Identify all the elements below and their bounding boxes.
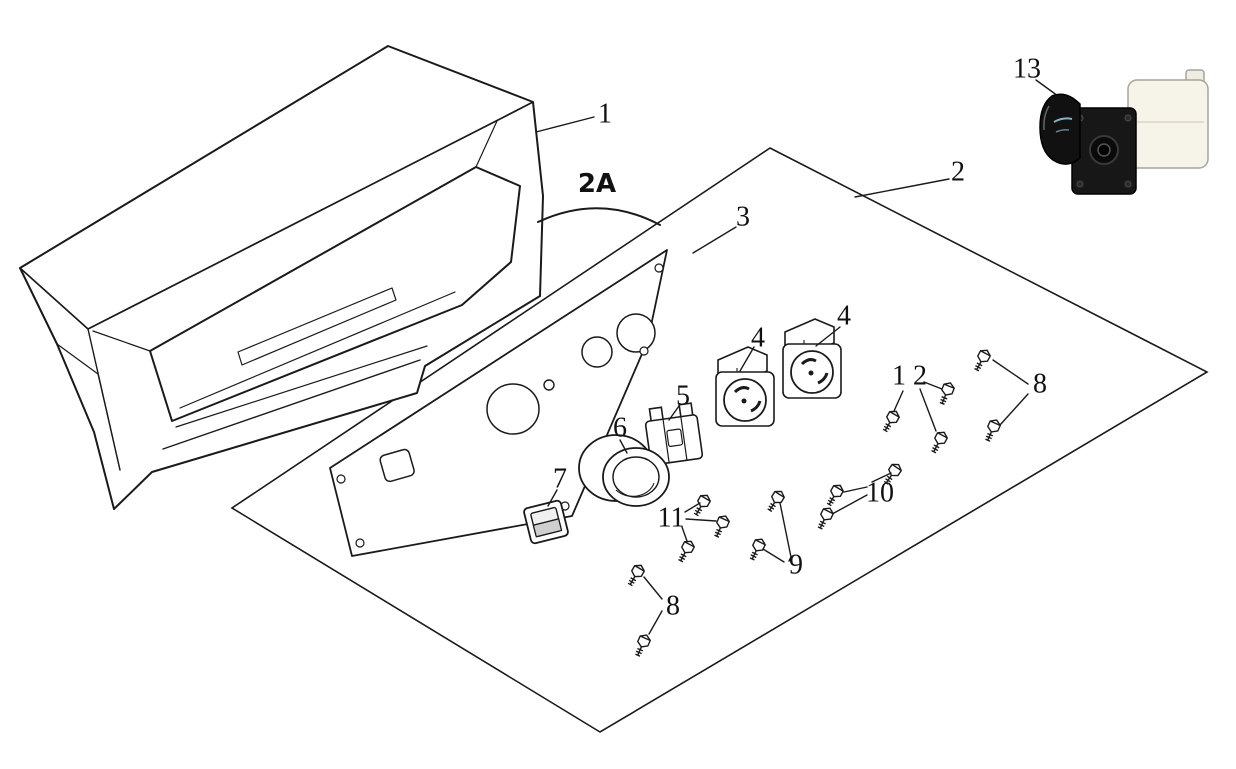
part-label-2: 2 (951, 157, 965, 188)
part-label-10: 10 (866, 478, 894, 509)
part-4-receptacle-right (782, 318, 842, 399)
photo-rubber-boot (1039, 93, 1081, 165)
part-1-housing (19, 45, 544, 510)
part-5-circuit-breaker (644, 402, 704, 466)
callout-labels: 1 2A 2 3 4 4 5 6 7 8 12 10 9 11 8 13 (553, 54, 1047, 622)
part-label-7: 7 (553, 464, 567, 495)
part-label-3: 3 (736, 202, 750, 233)
part-6-meter (578, 434, 670, 507)
part-label-4-right: 4 (837, 301, 851, 332)
leader-lines (535, 79, 1059, 635)
part-label-2A: 2A (578, 169, 616, 199)
part-label-5: 5 (676, 381, 690, 412)
part-label-8-bottom: 8 (666, 591, 680, 622)
part-label-9: 9 (789, 550, 803, 581)
part-7-rocker-switch (523, 499, 569, 545)
part-label-12: 12 (892, 361, 934, 392)
part-4-receptacle-left (715, 346, 775, 427)
part-label-8-top: 8 (1033, 369, 1047, 400)
part-label-11: 11 (658, 503, 685, 534)
part-13-switch-photo (1039, 69, 1209, 195)
housing-opening (92, 120, 521, 422)
part-label-1: 1 (598, 99, 612, 130)
photo-bracket (1071, 107, 1137, 195)
part-label-4-left: 4 (751, 323, 765, 354)
part-label-6: 6 (613, 413, 627, 444)
part-label-13: 13 (1013, 54, 1041, 85)
